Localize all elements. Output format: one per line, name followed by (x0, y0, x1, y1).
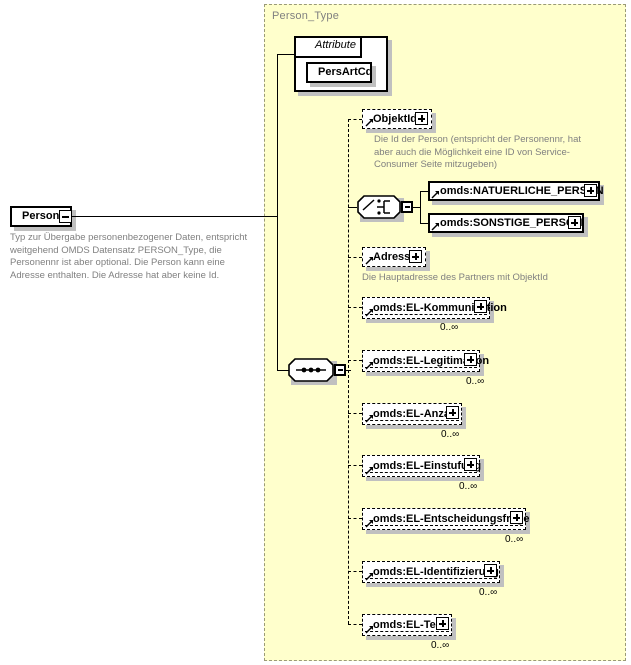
attribute-group-header-face (294, 36, 362, 58)
element-el-legitimation-label: omds:EL-Legitimation (373, 354, 490, 367)
element-el-identifizierung-label: omds:EL-Identifizierung (373, 565, 499, 578)
node-face: omds:EL-Legitimation (362, 350, 489, 372)
root-element-person[interactable]: Person (10, 206, 76, 231)
element-el-anzahl-label: omds:EL-Anzahl (373, 407, 460, 420)
el-anzahl-expand-toggle[interactable] (446, 406, 459, 419)
el-entscheidungsfrage-cardinality: 0..∞ (505, 534, 524, 545)
el-identifizierung-cardinality: 0..∞ (479, 587, 498, 598)
element-el-anzahl[interactable]: omds:EL-Anzahl (362, 403, 466, 429)
connector-trunk-vertical (277, 54, 278, 370)
natuerliche-person-expand-toggle[interactable] (584, 184, 597, 197)
objektid-annotation: Die Id der Person (entspricht der Person… (374, 134, 582, 171)
connector-to-adresse (348, 257, 362, 258)
node-face: omds:NATUERLICHE_PERSON (428, 181, 604, 201)
adresse-annotation: Die Hauptadresse des Partners mit Objekt… (362, 272, 548, 283)
connector-children-trunk (348, 119, 349, 624)
connector-to-el-text (348, 624, 362, 625)
complex-type-panel (264, 4, 626, 661)
element-el-text[interactable]: omds:EL-Text (362, 614, 456, 640)
choice-compositor[interactable] (357, 195, 404, 222)
connector-trunk-to-sequence (277, 370, 289, 371)
node-face: omds:EL-Anzahl (362, 403, 462, 425)
attribute-persartcd[interactable]: PersArtCd (306, 62, 376, 87)
sonstige-person-expand-toggle[interactable] (568, 216, 581, 229)
element-el-kommunikation[interactable]: omds:EL-Kommunikation (362, 297, 507, 323)
attribute-group-header[interactable]: Attribute (294, 36, 362, 58)
node-face: omds:EL-Kommunikation (362, 297, 507, 319)
connector-choice-to-sonstige (420, 223, 428, 224)
element-el-text-label: omds:EL-Text (373, 618, 446, 631)
node-face: omds:EL-Einstufung (362, 455, 482, 477)
person-collapse-toggle[interactable] (59, 210, 72, 223)
complex-type-title: Person_Type (272, 10, 340, 22)
el-legitimation-cardinality: 0..∞ (466, 376, 485, 387)
connector-choice-out (412, 207, 420, 208)
el-kommunikation-cardinality: 0..∞ (440, 322, 459, 333)
el-einstufung-cardinality: 0..∞ (459, 481, 478, 492)
node-face: omds:EL-Entscheidungsfrage (362, 508, 530, 530)
node-face: omds:EL-Text (362, 614, 452, 636)
connector-choice-branch-trunk (420, 191, 421, 223)
el-einstufung-expand-toggle[interactable] (464, 458, 477, 471)
connector-to-objektid (348, 119, 362, 120)
element-sonstige-person-label: omds:SONSTIGE_PERSON (440, 216, 583, 229)
element-el-identifizierung[interactable]: omds:EL-Identifizierung (362, 561, 504, 587)
connector-to-choice (348, 207, 357, 208)
element-el-einstufung-label: omds:EL-Einstufung (373, 459, 482, 472)
adresse-expand-toggle[interactable] (409, 250, 422, 263)
element-el-entscheidungsfrage[interactable]: omds:EL-Entscheidungsfrage (362, 508, 530, 534)
choice-collapse-toggle[interactable] (401, 201, 413, 213)
element-el-einstufung[interactable]: omds:EL-Einstufung (362, 455, 484, 481)
node-face: omds:SONSTIGE_PERSON (428, 213, 584, 233)
sequence-icon (288, 358, 334, 382)
node-face: PersArtCd (306, 62, 372, 83)
connector-trunk-to-attribute (277, 54, 295, 55)
connector-to-el-kommunikation (348, 307, 362, 308)
node-face: ObjektId (362, 109, 432, 129)
element-natuerliche-person[interactable]: omds:NATUERLICHE_PERSON (428, 181, 604, 205)
attribute-group-label: Attribute (315, 39, 356, 51)
choice-icon (357, 195, 401, 219)
connector-to-el-einstufung (348, 465, 362, 466)
el-kommunikation-expand-toggle[interactable] (474, 300, 487, 313)
objektid-expand-toggle[interactable] (415, 112, 428, 125)
node-face: omds:EL-Identifizierung (362, 561, 500, 583)
connector-choice-to-natuerliche (420, 191, 428, 192)
element-natuerliche-person-label: omds:NATUERLICHE_PERSON (440, 184, 604, 197)
element-el-entscheidungsfrage-label: omds:EL-Entscheidungsfrage (373, 512, 530, 525)
el-entscheidungsfrage-expand-toggle[interactable] (510, 511, 523, 524)
element-adresse-label: Adresse (373, 250, 417, 263)
connector-to-el-identifizierung (348, 571, 362, 572)
attribute-persartcd-label: PersArtCd (318, 66, 373, 78)
connector-person-to-type (72, 216, 277, 217)
root-element-label: Person (22, 210, 60, 222)
el-identifizierung-expand-toggle[interactable] (484, 564, 497, 577)
connector-to-el-legitimation (348, 360, 362, 361)
person-annotation: Typ zur Übergabe personenbezogener Daten… (10, 232, 248, 281)
connector-to-el-anzahl (348, 413, 362, 414)
el-text-cardinality: 0..∞ (431, 640, 450, 651)
element-el-kommunikation-label: omds:EL-Kommunikation (373, 301, 507, 314)
sequence-collapse-toggle[interactable] (334, 364, 346, 376)
element-el-legitimation[interactable]: omds:EL-Legitimation (362, 350, 489, 376)
el-text-expand-toggle[interactable] (436, 617, 449, 630)
element-objektid-label: ObjektId (373, 112, 418, 125)
element-sonstige-person[interactable]: omds:SONSTIGE_PERSON (428, 213, 588, 237)
element-objektid[interactable]: ObjektId (362, 109, 436, 133)
sequence-compositor[interactable] (288, 358, 337, 385)
el-legitimation-expand-toggle[interactable] (464, 353, 477, 366)
el-anzahl-cardinality: 0..∞ (441, 429, 460, 440)
connector-to-el-entscheidungsfrage (348, 518, 362, 519)
